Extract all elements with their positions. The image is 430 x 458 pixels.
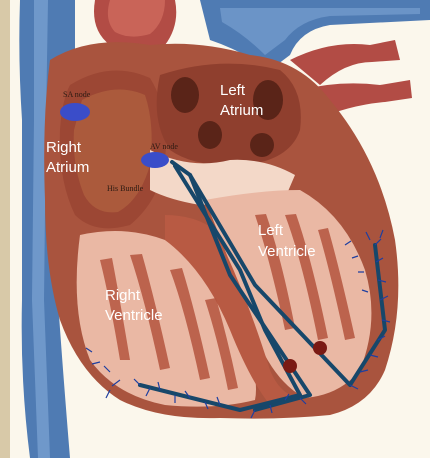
- left-atrium-label-2: Atrium: [220, 102, 263, 119]
- left-ventricle-label-1: Left: [258, 222, 284, 239]
- left-atrium-opening-4: [250, 133, 274, 157]
- sa-node-marker: [60, 103, 90, 121]
- right-atrium-label-2: Atrium: [46, 159, 89, 176]
- left-atrium-label-1: Left: [220, 82, 246, 99]
- his-bundle-label: His Bundle: [107, 184, 144, 193]
- left-atrium-opening-1: [171, 77, 199, 113]
- sa-node-label: SA node: [63, 90, 91, 99]
- left-atrium-opening-3: [198, 121, 222, 149]
- av-node-label: AV node: [150, 142, 178, 151]
- right-ventricle-label-2: Ventricle: [105, 307, 163, 324]
- av-node-marker: [141, 152, 169, 168]
- right-atrium-label-1: Right: [46, 139, 82, 156]
- left-ventricle-label-2: Ventricle: [258, 243, 316, 260]
- right-ventricle-label-1: Right: [105, 287, 141, 304]
- bundle-node-marker-1: [283, 359, 297, 373]
- bundle-node-marker-2: [313, 341, 327, 355]
